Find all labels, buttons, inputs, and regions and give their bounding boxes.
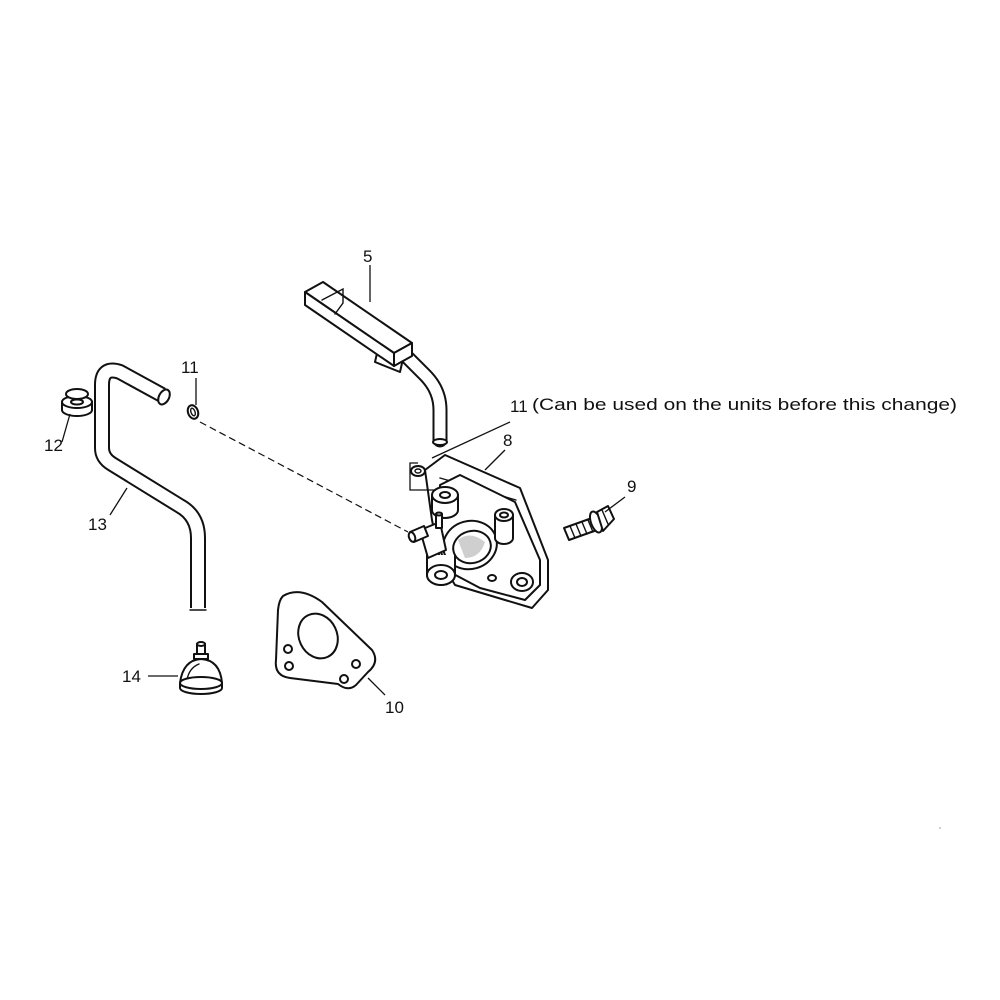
callout-12: 12 bbox=[44, 436, 63, 455]
oil-pump-body-icon[interactable] bbox=[407, 454, 549, 609]
callout-5: 5 bbox=[363, 247, 372, 266]
suction-hose-icon[interactable] bbox=[94, 362, 207, 611]
callout-9: 9 bbox=[627, 477, 636, 496]
callout-11-right: 11 bbox=[510, 397, 528, 416]
assembly-line bbox=[199, 421, 409, 533]
callout-8: 8 bbox=[503, 431, 512, 450]
callout-11-left: 11 bbox=[181, 358, 199, 377]
o-ring-icon[interactable] bbox=[186, 404, 200, 421]
speck bbox=[939, 827, 941, 829]
oil-pipe-icon[interactable] bbox=[304, 281, 448, 448]
callout-14: 14 bbox=[122, 667, 141, 686]
gasket-icon[interactable] bbox=[274, 591, 377, 690]
bolt-icon[interactable] bbox=[563, 505, 615, 541]
grommet-icon[interactable] bbox=[61, 388, 93, 417]
o-ring-icon[interactable] bbox=[410, 465, 426, 477]
oil-strainer-icon[interactable] bbox=[179, 641, 223, 695]
callout-labels: 5 11 11 (Can be used on the units before… bbox=[44, 247, 957, 717]
callout-10: 10 bbox=[385, 698, 404, 717]
callout-11-note: (Can be used on the units before this ch… bbox=[532, 395, 957, 414]
leader-lines bbox=[61, 265, 626, 696]
callout-13: 13 bbox=[88, 515, 107, 534]
